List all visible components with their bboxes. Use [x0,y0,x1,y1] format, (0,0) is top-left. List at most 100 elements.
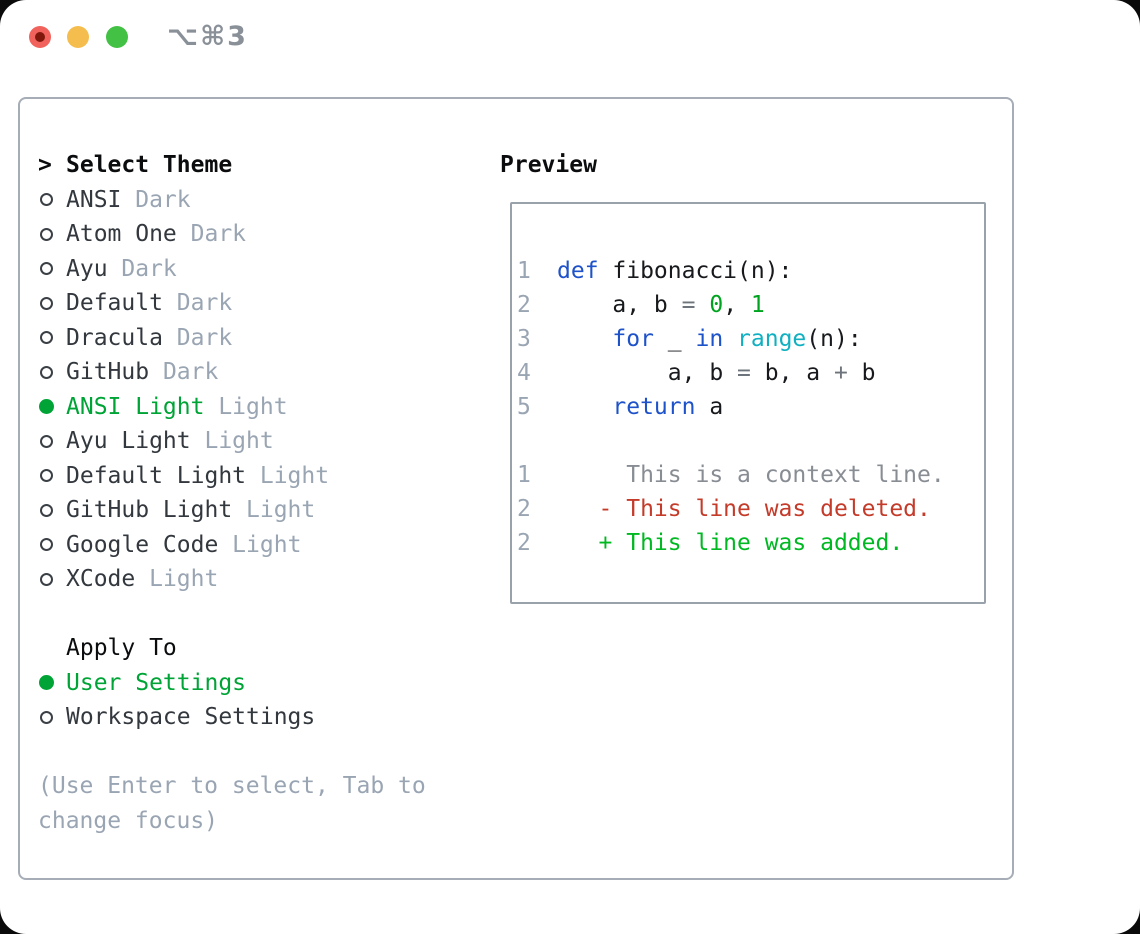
theme-option-ansi[interactable]: ANSI Dark [38,183,426,218]
code-text: return a [557,394,723,420]
code-line: 2 a, b = 0, 1 [517,288,984,322]
theme-option-default[interactable]: Default Dark [38,286,426,321]
code-text: a, b = b, a + b [557,360,876,386]
option-variant-label: Light [135,566,219,593]
token-kw: return [612,394,696,420]
minimize-button[interactable] [67,26,89,48]
radio-icon [38,365,66,379]
theme-option-github-light[interactable]: GitHub Light Light [38,493,426,528]
code-line: 4 a, b = b, a + b [517,356,984,390]
radio-icon [38,538,66,552]
hollow-circle [40,710,53,724]
option-variant-label: Light [190,428,274,455]
option-label: Google Code [66,531,219,558]
apply-to-title: Apply To [66,635,177,662]
hollow-circle [40,193,53,207]
option-label: Ayu [66,255,108,282]
radio-icon [38,262,66,276]
code-line: 5 return a [517,390,984,424]
titlebar: ⌥⌘3 [0,0,1140,75]
theme-option-google-code[interactable]: Google Code Light [38,528,426,563]
radio-selected-icon [38,399,66,415]
line-number: 2 [517,496,531,522]
diff-line: 2 + This line was added. [517,526,984,560]
token-plain: b, a [750,360,834,386]
apply-to-header: Apply To [38,631,426,666]
theme-option-ayu[interactable]: Ayu Dark [38,252,426,287]
option-variant-label: Light [232,497,316,524]
token-builtin: range [737,326,807,352]
option-label: XCode [66,566,136,593]
option-label: ANSI [66,186,122,213]
hollow-circle [40,572,53,586]
spacer [38,597,426,632]
diff-text-del: - This line was deleted. [557,496,931,522]
radio-icon [38,572,66,586]
token-op: = [681,292,696,318]
radio-icon [38,503,66,517]
token-plain: a, b [557,360,738,386]
radio-selected-icon [38,675,66,691]
radio-icon [38,331,66,345]
line-number: 5 [517,394,531,420]
line-number: 2 [517,292,531,318]
theme-option-ansi-light[interactable]: ANSI Light Light [38,390,426,425]
option-label: Ayu Light [66,428,191,455]
theme-option-ayu-light[interactable]: Ayu Light Light [38,424,426,459]
radio-icon [38,193,66,207]
token-plain: fibonacci(n): [598,258,793,284]
option-label: Workspace Settings [66,704,316,731]
option-label: Atom One [66,221,177,248]
token-num: 0 [709,292,724,318]
apply-option-workspace-settings[interactable]: Workspace Settings [38,700,426,735]
option-label: Dracula [66,324,163,351]
theme-option-github[interactable]: GitHub Dark [38,355,426,390]
token-plain: (n): [806,326,862,352]
close-button[interactable] [29,26,51,48]
preview-pane: 1 def fibonacci(n): 2 a, b = 0, 1 3 for _ i… [510,202,986,604]
theme-option-atom-one[interactable]: Atom One Dark [38,217,426,252]
token-plain: a, b [557,292,682,318]
token-plain [557,326,612,352]
filled-dot [39,399,54,415]
option-variant-label: Dark [107,255,177,282]
option-variant-label: Dark [176,221,247,248]
line-number: 3 [517,326,531,352]
option-label: User Settings [66,669,247,696]
code-block: 1 def fibonacci(n): 2 a, b = 0, 1 3 for _ i… [517,254,984,560]
token-num: 1 [750,292,765,318]
theme-option-default-light[interactable]: Default Light Light [38,459,426,494]
line-number: 1 [517,258,531,284]
token-plain: a [695,394,724,420]
option-label: Default Light [66,462,247,489]
token-plain: _ [653,326,696,352]
diff-line: 2 - This line was deleted. [517,492,984,526]
hollow-circle [40,262,53,276]
line-number: 4 [517,360,531,386]
code-text: a, b = 0, 1 [557,292,765,318]
option-variant-label: Dark [149,359,219,386]
token-plain [723,326,737,352]
option-variant-label: Light [204,393,288,420]
code-text: def fibonacci(n): [557,258,792,284]
radio-icon [38,710,66,724]
option-label: Default [66,290,163,317]
theme-option-dracula[interactable]: Dracula Dark [38,321,426,356]
filled-dot [39,675,54,691]
theme-option-xcode[interactable]: XCode Light [38,562,426,597]
hollow-circle [40,365,53,379]
apply-option-user-settings[interactable]: User Settings [38,666,426,701]
code-text: for _ in range(n): [557,326,862,352]
help-text-line: change focus) [38,807,219,834]
hollow-circle [40,538,53,552]
focus-cursor: > [38,152,52,179]
option-variant-label: Dark [121,186,191,213]
zoom-button[interactable] [106,26,128,48]
radio-icon [38,227,66,241]
token-op: + [833,360,848,386]
